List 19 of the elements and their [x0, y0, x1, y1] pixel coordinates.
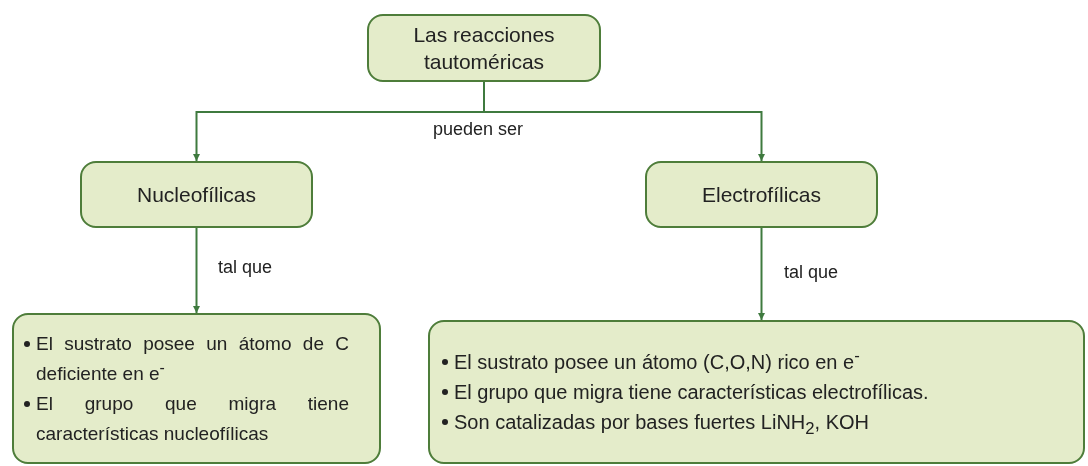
- bullet-text: El sustrato posee un átomo de C deficiente en e$^{-}$: [36, 331, 349, 386]
- bullet-list-box: [12, 313, 381, 464]
- bullet-list-box: [428, 320, 1085, 464]
- concept-box: [367, 14, 601, 82]
- concept-box: [645, 161, 878, 228]
- arrow: [193, 227, 200, 314]
- bullet-text: El grupo que migra tiene características electrofílicas.: [454, 380, 929, 405]
- bullet-text: El sustrato posee un átomo (C,O,N) rico en e$^{-}$: [454, 347, 860, 375]
- concept-label: Nucleofílicas: [136, 182, 257, 208]
- arrow: [758, 227, 765, 321]
- edge-label: tal que: [216, 257, 275, 278]
- concept-label: Electrofílicas: [701, 182, 821, 208]
- bullet-text: Son catalizadas por bases fuertes LiNH$_{2}$, KOH: [454, 410, 870, 437]
- edge-label: pueden ser: [431, 119, 526, 140]
- concept-box: [80, 161, 313, 228]
- concept-label: Las reacciones tautoméricas: [412, 22, 556, 75]
- bullet-text: El grupo que migra tiene características nucleofílicas: [36, 391, 349, 446]
- arrow: [483, 81, 765, 162]
- edge-label: tal que: [782, 262, 841, 283]
